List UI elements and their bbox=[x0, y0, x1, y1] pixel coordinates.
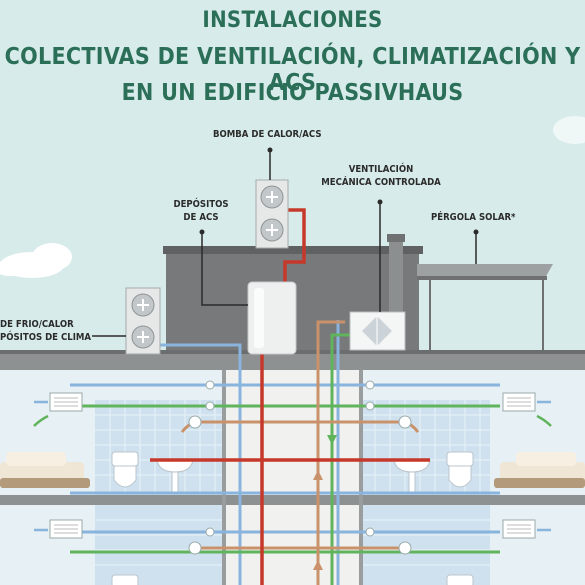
clouds bbox=[0, 116, 585, 278]
shaft-wall-left bbox=[222, 370, 226, 585]
shaft-wall-right bbox=[359, 370, 363, 585]
vent-chimney bbox=[389, 238, 403, 314]
red-pipes bbox=[150, 208, 430, 585]
leader-lines bbox=[92, 150, 477, 337]
sink-left bbox=[156, 459, 194, 495]
toilet-right bbox=[446, 451, 474, 488]
toilet-left bbox=[111, 451, 139, 488]
green-arrows bbox=[327, 435, 337, 445]
air-flow-arrows bbox=[33, 400, 552, 532]
toilet-lower-left bbox=[111, 574, 139, 585]
roof-slab bbox=[0, 352, 585, 370]
sofa-right bbox=[494, 452, 585, 488]
leader-dots bbox=[199, 147, 479, 235]
toilet-lower-right bbox=[446, 574, 474, 585]
label-frio-calor: DE FRIO/CALOR PÓSITOS DE CLIMA bbox=[0, 318, 91, 344]
title-line-3: EN UN EDIFICIO PASSIVHAUS bbox=[121, 80, 464, 106]
title-line-2: COLECTIVAS DE VENTILACIÓN, CLIMATIZACIÓN… bbox=[4, 44, 581, 96]
label-depositos: DEPÓSITOS DE ACS bbox=[170, 198, 232, 224]
label-frio-line2: PÓSITOS DE CLIMA bbox=[0, 332, 92, 343]
acs-tank bbox=[247, 281, 297, 355]
sofa-left bbox=[0, 452, 90, 488]
label-bomba: BOMBA DE CALOR/ACS bbox=[213, 129, 322, 140]
label-depositos-line2: DE ACS bbox=[183, 212, 219, 223]
green-pipes bbox=[70, 333, 500, 585]
title-line-1: INSTALACIONES bbox=[202, 8, 383, 33]
flow-arrows bbox=[313, 470, 323, 570]
solar-pergola bbox=[417, 264, 553, 352]
sink-right bbox=[393, 459, 431, 495]
label-ventilacion-line1: VENTILACIÓN bbox=[348, 164, 414, 175]
label-frio-line1: DE FRIO/CALOR bbox=[0, 319, 74, 330]
wall-vent-right-lower bbox=[502, 519, 536, 539]
floor-slab-1 bbox=[0, 495, 585, 505]
blue-pipes bbox=[70, 320, 500, 585]
climate-unit bbox=[125, 287, 161, 355]
wall-vent-left-upper bbox=[49, 392, 83, 412]
heat-pump-unit bbox=[255, 179, 289, 249]
pipe-junctions bbox=[188, 380, 412, 555]
label-depositos-line1: DEPÓSITOS bbox=[173, 199, 229, 210]
label-pergola: PÉRGOLA SOLAR* bbox=[431, 212, 516, 223]
wall-vent-left-lower bbox=[49, 519, 83, 539]
label-ventilacion-line2: MECÁNICA CONTROLADA bbox=[321, 177, 441, 188]
label-ventilacion: VENTILACIÓN MECÁNICA CONTROLADA bbox=[316, 163, 446, 189]
ventilation-unit bbox=[349, 311, 406, 351]
vent-chimney-cap bbox=[387, 234, 405, 242]
wall-vent-right-upper bbox=[502, 392, 536, 412]
rooftop-cap bbox=[163, 246, 423, 254]
